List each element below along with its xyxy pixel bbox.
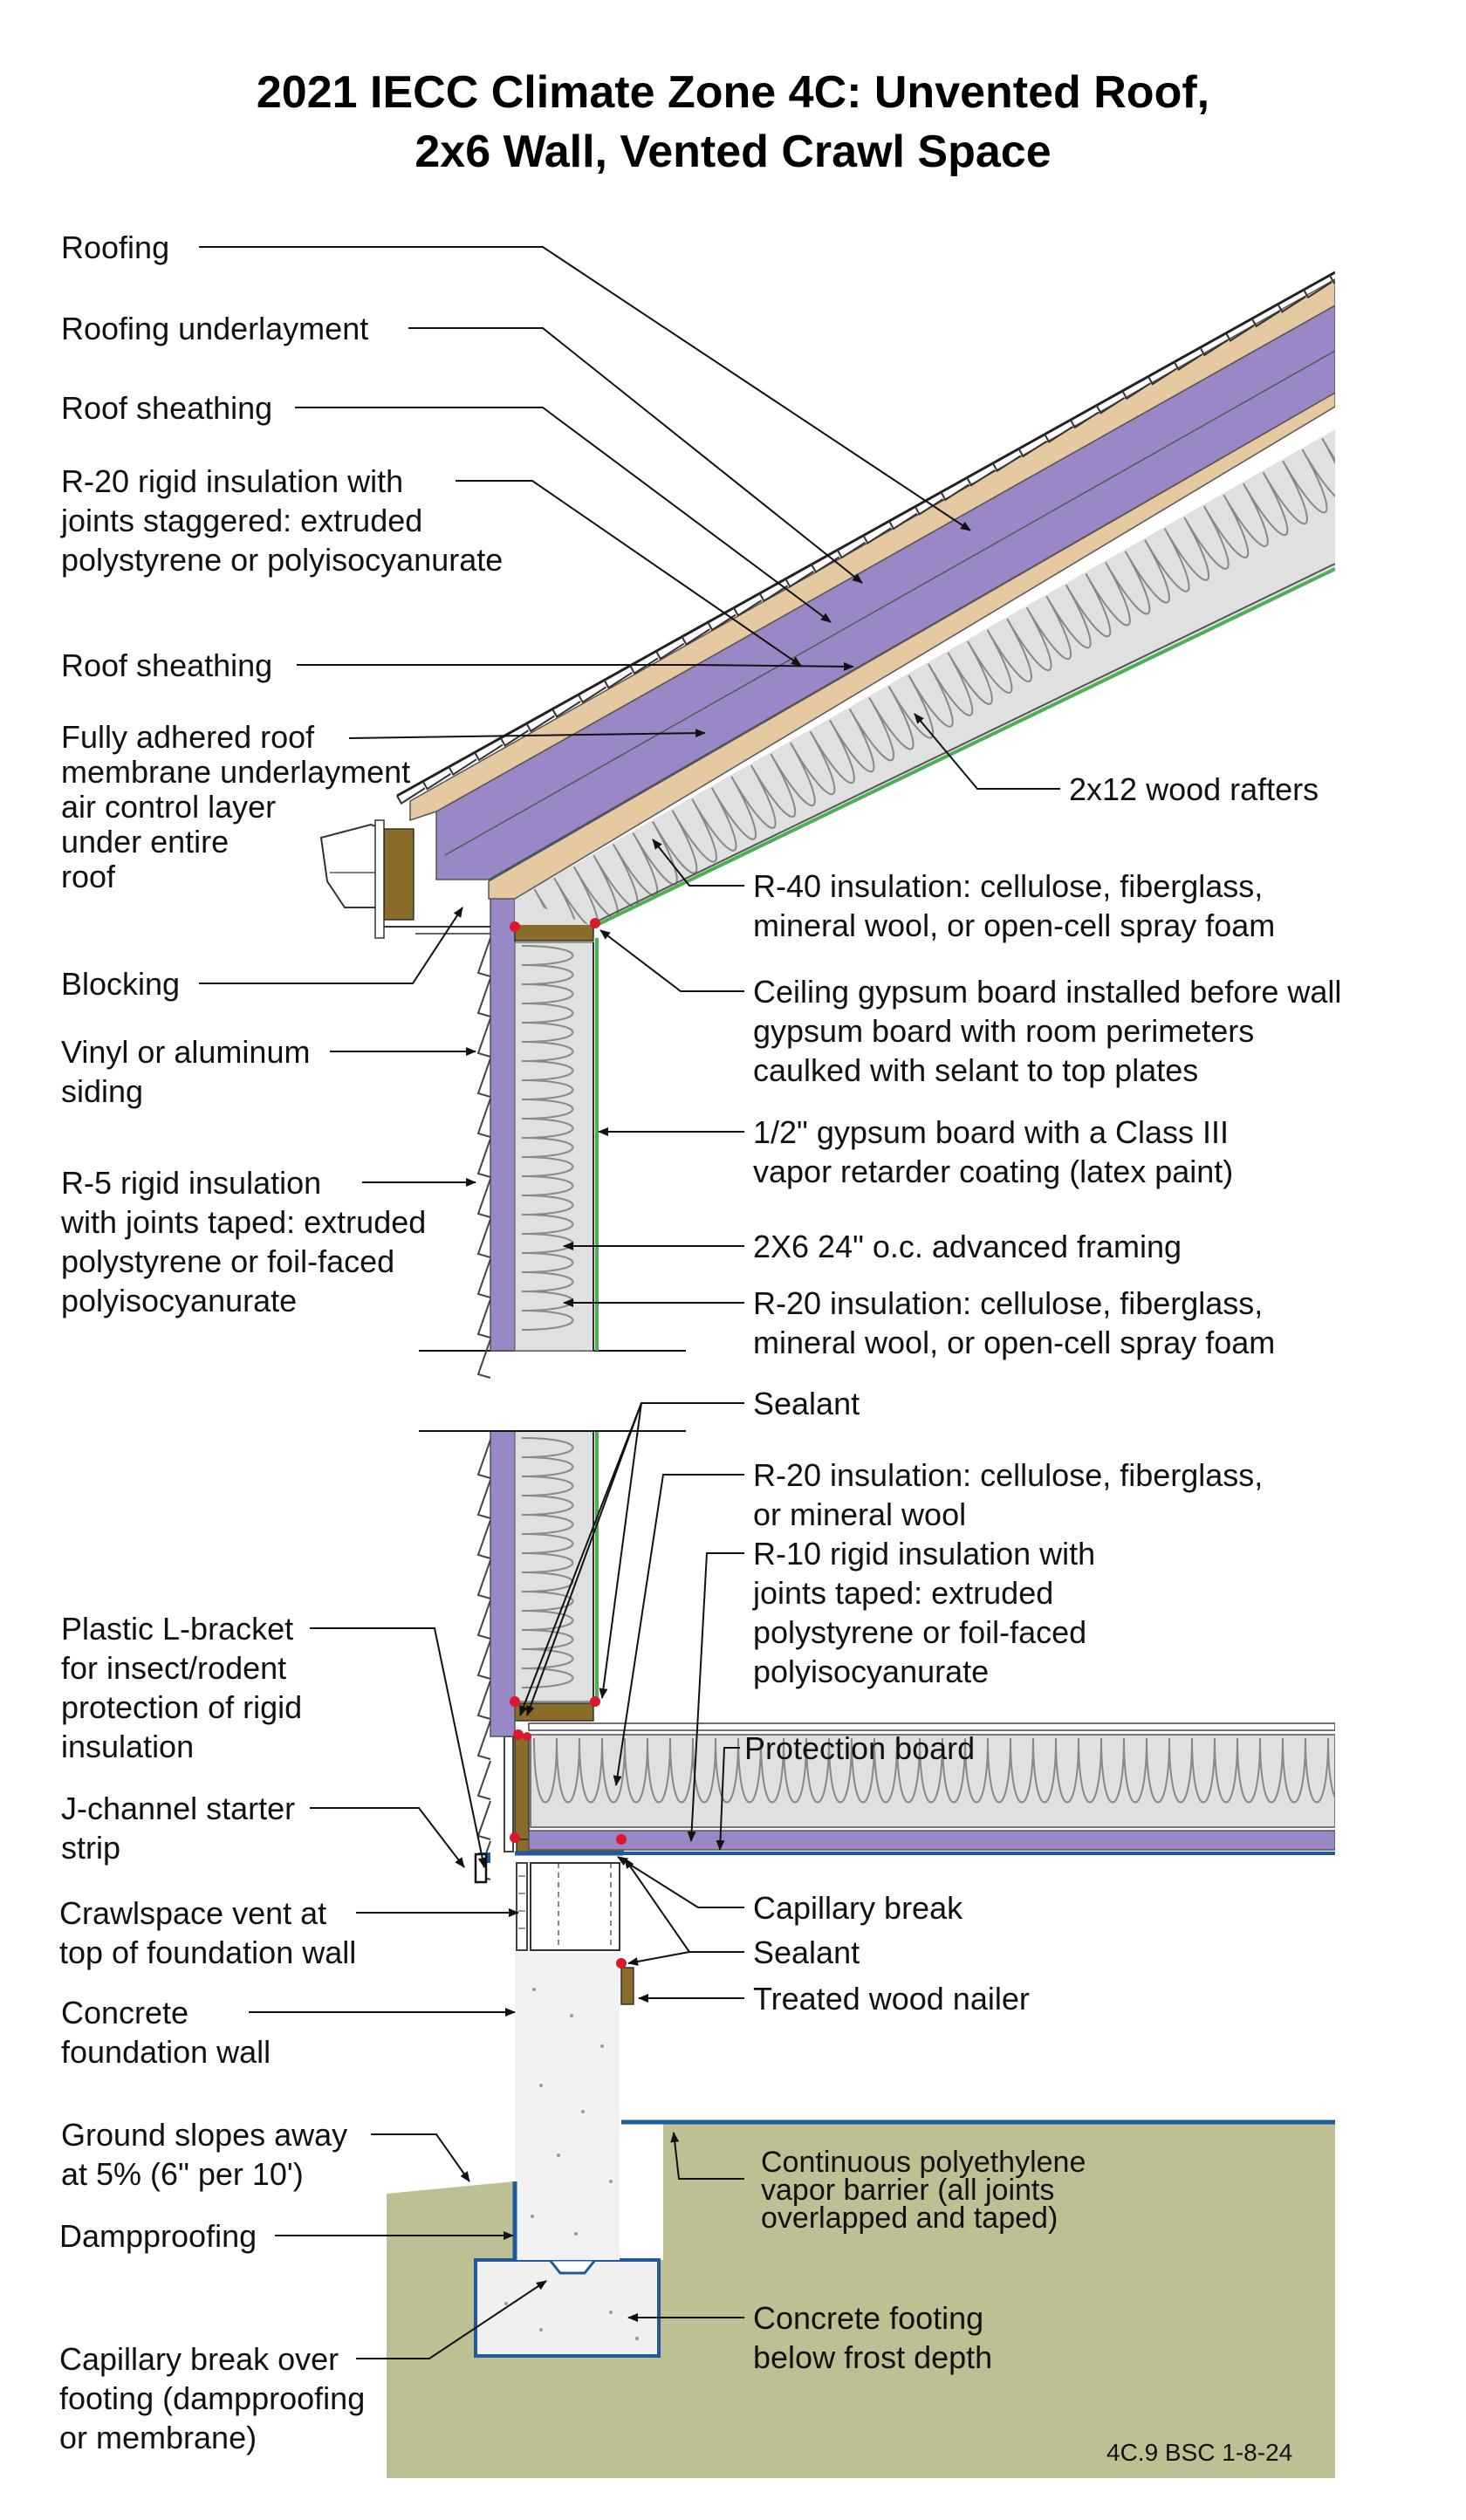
label-siding: Vinyl or aluminum siding bbox=[61, 1034, 311, 1109]
foundation-wall bbox=[515, 1953, 620, 2260]
rigid-layer-joint bbox=[444, 350, 1335, 856]
floor-batt-coils bbox=[533, 1737, 1335, 1804]
label-r20-rigid: R-20 rigid insulation with joints stagge… bbox=[61, 463, 504, 578]
label-roofing-underlayment: Roofing underlayment bbox=[61, 311, 369, 346]
label-r5-rigid: R-5 rigid insulation with joints taped: … bbox=[61, 1165, 427, 1318]
blocking bbox=[383, 828, 414, 921]
siding-lap bbox=[476, 937, 491, 1379]
ground-interior bbox=[515, 2122, 1335, 2478]
rafter-bottom bbox=[593, 563, 1335, 924]
lower-siding bbox=[476, 1439, 491, 1880]
label-vapor-barrier: Continuous polyethylene vapor barrier (a… bbox=[761, 2146, 1086, 2235]
diagram-title-line2: 2x6 Wall, Vented Crawl Space bbox=[414, 127, 1052, 177]
floor-rigid-insulation bbox=[528, 1830, 1335, 1851]
label-blocking: Blocking bbox=[61, 966, 181, 1002]
label-roof-membrane: Fully adhered roof membrane underlayment… bbox=[61, 719, 411, 894]
subfloor-top bbox=[528, 1722, 1335, 1731]
label-nailer: Treated wood nailer bbox=[753, 1981, 1030, 2017]
foundation-wall-top bbox=[530, 1862, 620, 1951]
label-rafters: 2x12 wood rafters bbox=[1069, 771, 1319, 807]
roof-sheathing-upper bbox=[409, 278, 1335, 822]
upper-wall-rigid bbox=[490, 837, 516, 1352]
treated-wood-nailer bbox=[620, 1967, 634, 2005]
floor-batt-insulation bbox=[530, 1734, 1335, 1828]
label-dampproofing: Dampproofing bbox=[59, 2218, 257, 2254]
ground bbox=[387, 2181, 515, 2478]
upper-siding bbox=[476, 937, 491, 1379]
top-plate bbox=[514, 922, 594, 942]
floor-plate bbox=[514, 1702, 594, 1722]
roof-sheathing-lower bbox=[488, 392, 1335, 900]
roofing-shingle bbox=[396, 275, 1335, 805]
label-footing: Concrete footing below frost depth bbox=[753, 2300, 993, 2375]
label-roof-sheathing-2: Roof sheathing bbox=[61, 647, 273, 683]
label-j-channel: J-channel starter strip bbox=[61, 1791, 296, 1866]
label-crawl-vent: Crawlspace vent at top of foundation wal… bbox=[59, 1895, 357, 1970]
fascia-board bbox=[374, 819, 385, 939]
label-ground-slope: Ground slopes away at 5% (6" per 10') bbox=[61, 2117, 348, 2192]
diagram-title-line1: 2021 IECC Climate Zone 4C: Unvented Roof… bbox=[256, 67, 1210, 118]
concrete-speckle bbox=[504, 1988, 639, 2340]
label-sealant-2: Sealant bbox=[753, 1935, 860, 1970]
label-protection-board: Protection board bbox=[744, 1730, 976, 1766]
insulation-coil bbox=[521, 1437, 574, 1688]
leader-lines bbox=[199, 246, 1060, 2359]
drawing-reference: 4C.9 BSC 1-8-24 bbox=[1106, 2439, 1293, 2466]
label-capillary-footing: Capillary break over footing (dampproofi… bbox=[59, 2341, 366, 2455]
sealant-dots bbox=[510, 918, 627, 1969]
lower-wall-rigid bbox=[490, 1430, 516, 1737]
upper-wall-cavity bbox=[514, 942, 594, 1352]
label-framing: 2X6 24" o.c. advanced framing bbox=[753, 1229, 1182, 1264]
insulation-coil bbox=[533, 1737, 1335, 1804]
rim-board bbox=[514, 1734, 530, 1840]
lower-wall-coils bbox=[521, 1437, 574, 1688]
label-wall-gypsum: 1/2" gypsum board with a Class III vapor… bbox=[753, 1114, 1234, 1189]
roofing-shingles bbox=[396, 275, 1335, 805]
label-r40: R-40 insulation: cellulose, fiberglass, … bbox=[753, 868, 1276, 943]
roofing-underlayment bbox=[396, 270, 1335, 798]
label-r20-floor: R-20 insulation: cellulose, fiberglass, … bbox=[753, 1457, 1264, 1532]
label-roofing: Roofing bbox=[61, 229, 170, 265]
label-r20-wall: R-20 insulation: cellulose, fiberglass, … bbox=[753, 1285, 1276, 1360]
siding-lap bbox=[476, 1439, 491, 1880]
j-channel bbox=[474, 1852, 488, 1884]
vent-slats bbox=[518, 1875, 525, 1929]
label-foundation-wall: Concrete foundation wall bbox=[61, 1995, 271, 2070]
label-r10-rigid: R-10 rigid insulation with joints taped:… bbox=[753, 1536, 1096, 1689]
ceiling-gypsum bbox=[593, 567, 1335, 928]
label-roof-sheathing-1: Roof sheathing bbox=[61, 390, 273, 426]
label-l-bracket: Plastic L-bracket for insect/rodent prot… bbox=[61, 1611, 303, 1764]
label-ceiling-gypsum: Ceiling gypsum board installed before wa… bbox=[753, 974, 1342, 1088]
label-sealant-1: Sealant bbox=[753, 1386, 860, 1421]
label-capillary-break: Capillary break bbox=[753, 1890, 963, 1926]
